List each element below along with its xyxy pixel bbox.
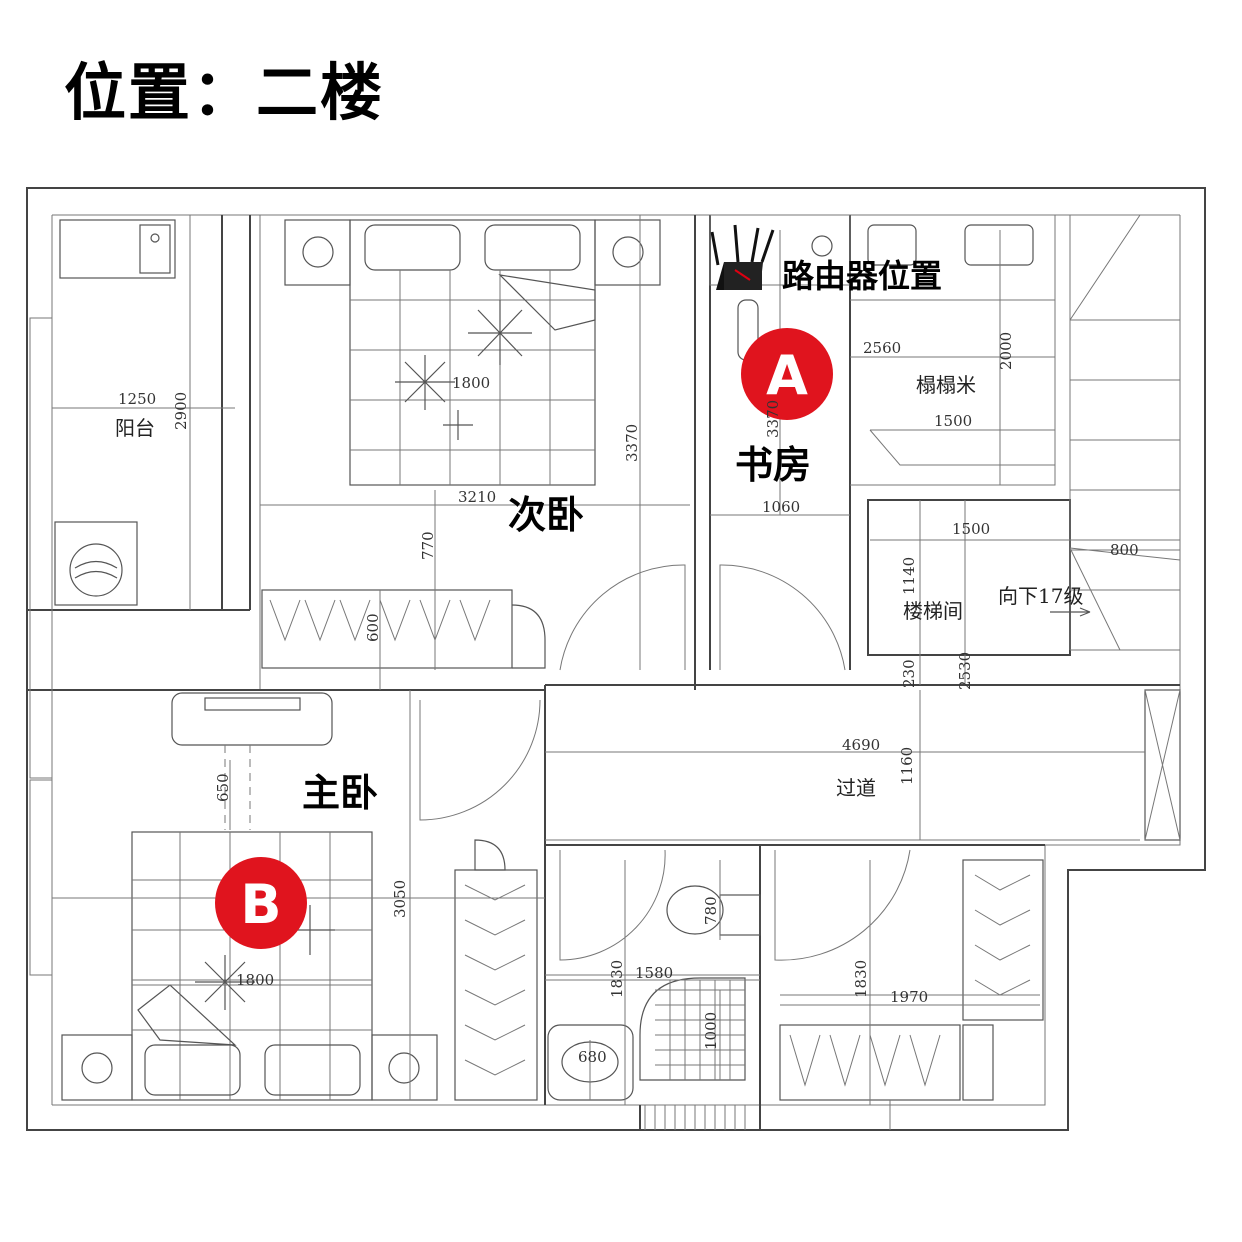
dim-tatami-depth: 2000 <box>997 332 1015 370</box>
marker-b-circle <box>215 857 307 949</box>
doors <box>419 564 911 961</box>
marker-a-circle <box>741 328 833 420</box>
room-label-study: 书房 <box>735 443 811 487</box>
dim-bedroom2-depth: 3370 <box>623 424 641 462</box>
dim-bedroom2-width: 3210 <box>458 488 496 506</box>
room-label-tatami: 榻榻米 <box>916 373 976 397</box>
dim-bed2-width: 1800 <box>452 374 490 392</box>
marker-a: A <box>741 328 833 420</box>
bathroom-fixtures <box>545 885 761 1130</box>
second-bedroom-furniture <box>261 219 661 669</box>
balcony-fixtures <box>29 219 176 779</box>
dimension-lines <box>52 215 1180 1105</box>
dim-tatami-inner: 1500 <box>934 412 972 430</box>
room-label-stairwell: 楼梯间 <box>903 599 963 623</box>
dim-study-depth: 3370 <box>764 400 782 438</box>
dim-balcony-depth: 2900 <box>172 392 190 430</box>
dim-stair-side: 800 <box>1110 541 1139 559</box>
dim-shower-depth: 1000 <box>702 1012 720 1050</box>
dim-wardrobe2-depth: 600 <box>364 613 382 642</box>
room-label-balcony: 阳台 <box>115 416 155 440</box>
master-bedroom-furniture <box>29 692 538 1101</box>
interior-walls <box>27 215 1180 1130</box>
dim-stair-width: 1500 <box>952 520 990 538</box>
dim-tatami-width: 2560 <box>863 339 901 357</box>
stairs <box>1050 214 1181 841</box>
dim-closet-width: 1970 <box>890 988 928 1006</box>
page-title: 位置：二楼 <box>64 56 385 129</box>
dim-bedroom2-gap: 770 <box>419 531 437 560</box>
stairs-down-label: 向下17级 <box>998 584 1083 608</box>
dim-closet-depth: 1830 <box>852 960 870 998</box>
dim-study-width: 1060 <box>762 498 800 516</box>
router-label: 路由器位置 <box>782 257 942 295</box>
dim-master-depth: 3050 <box>391 880 409 918</box>
router-icon <box>710 224 775 290</box>
dim-stair-depth: 1140 <box>900 557 918 595</box>
marker-b-label: B <box>240 873 281 936</box>
dim-stair-gap: 230 <box>900 659 918 688</box>
dim-bath-depth: 1830 <box>608 960 626 998</box>
dim-basin-width: 680 <box>578 1048 607 1066</box>
room-label-corridor: 过道 <box>836 776 876 800</box>
dim-toilet-depth: 780 <box>702 896 720 925</box>
room-label-master-bedroom: 主卧 <box>302 771 378 815</box>
dim-bed-master-width: 1800 <box>236 971 274 989</box>
marker-b: B <box>215 857 307 949</box>
dim-corridor-width: 1160 <box>898 747 916 785</box>
dim-corridor-length: 4690 <box>842 736 880 754</box>
dim-tv-distance: 650 <box>214 773 232 802</box>
dim-bath-width: 1580 <box>635 964 673 982</box>
dim-stair-total: 2530 <box>956 652 974 690</box>
room-label-second-bedroom: 次卧 <box>508 493 584 537</box>
marker-a-label: A <box>766 344 808 407</box>
dim-balcony-width: 1250 <box>118 390 156 408</box>
